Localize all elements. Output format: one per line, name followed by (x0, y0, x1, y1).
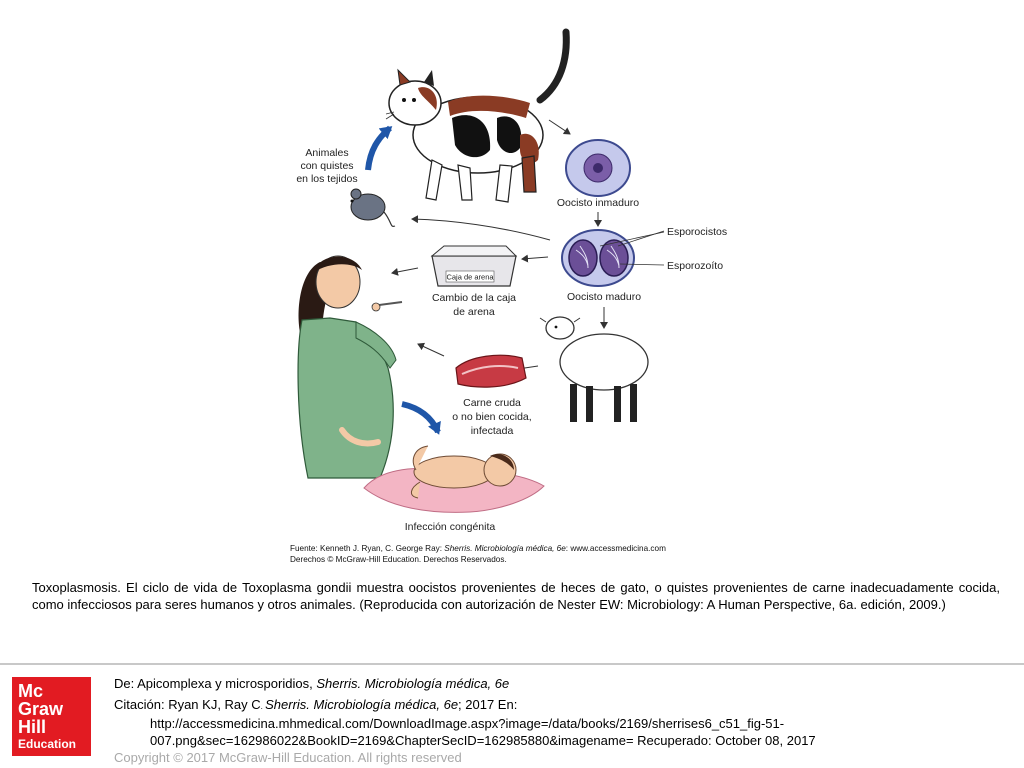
label-meat-line2: o no bien cocida, (452, 411, 531, 423)
logo-line4: Education (18, 737, 77, 751)
source-line2: Derechos © McGraw-Hill Education. Derech… (290, 555, 507, 564)
label-sporocysts: Esporocistos (667, 226, 727, 238)
cite-suffix: ; 2017 En: (458, 697, 518, 712)
label-meat-line3: infectada (471, 425, 514, 437)
pregnant-woman-illustration (297, 255, 403, 479)
citation-url-line2[interactable]: 007.png&sec=162986022&BookID=2169&Chapte… (150, 733, 816, 748)
citation-source-line: De: Apicomplexa y microsporidios, Sherri… (114, 675, 994, 692)
figure-caption: Toxoplasmosis. El ciclo de vida de Toxop… (32, 580, 1000, 612)
litter-box-sign: Caja de arena (446, 273, 494, 282)
cite-prefix: Citación: Ryan KJ, Ray C (114, 697, 261, 712)
logo-line1: Mc (18, 681, 44, 701)
mcgraw-hill-logo: Mc Graw Hill Education (12, 677, 91, 756)
toxoplasma-life-cycle-diagram: Animales con quistes en los tejidos Ooci… (290, 28, 728, 564)
arrow-mouse-to-cat (365, 125, 393, 171)
citation-line: Citación: Ryan KJ, Ray C. Sherris. Micro… (114, 696, 994, 715)
arrow-oocyst-to-animals (411, 215, 551, 241)
arrow-cat-to-oocyst (548, 119, 571, 135)
label-litter-line1: Cambio de la caja (432, 292, 516, 304)
cite-dot: . (260, 702, 266, 711)
logo-line2: Graw (18, 699, 64, 719)
cite-book-title: Sherris. Microbiología médica, 6e (265, 697, 459, 712)
cat-illustration (385, 28, 570, 203)
sheep-illustration (539, 316, 649, 422)
label-litter-line2: de arena (453, 306, 495, 318)
footer-divider (0, 663, 1024, 665)
label-mature-oocyst: Oocisto maduro (567, 291, 641, 303)
arrow-meat-to-woman (417, 342, 445, 357)
from-prefix: De: Apicomplexa y microsporidios, (114, 676, 317, 691)
pointer-sporozoite (619, 263, 665, 266)
citation-url-line1[interactable]: http://accessmedicina.mhmedical.com/Down… (150, 716, 785, 731)
label-meat-line1: Carne cruda (463, 397, 521, 409)
logo-line3: Hill (18, 717, 47, 737)
arrow-litter-to-woman (391, 267, 419, 276)
label-animals-line2: con quistes (300, 160, 353, 172)
litter-box-illustration (430, 245, 518, 287)
label-immature-oocyst: Oocisto inmaduro (557, 197, 639, 209)
label-animals-line3: en los tejidos (296, 173, 357, 185)
source-line1: Fuente: Kenneth J. Ryan, C. George Ray: … (290, 544, 666, 553)
mature-oocyst-illustration (561, 229, 635, 287)
pointer-sporocysts-b (599, 231, 665, 247)
copyright-notice: Copyright © 2017 McGraw-Hill Education. … (114, 750, 462, 765)
newborn-illustration (363, 445, 545, 513)
citation-block: De: Apicomplexa y microsporidios, Sherri… (114, 675, 994, 766)
arrow-oocyst-to-litter (521, 254, 549, 263)
label-sporozoite: Esporozoíto (667, 260, 723, 272)
immature-oocyst-illustration (565, 139, 631, 197)
raw-meat-illustration (455, 354, 527, 388)
mouse-illustration (350, 188, 396, 227)
label-congenital: Infección congénita (405, 521, 496, 533)
from-book-title: Sherris. Microbiología médica, 6e (316, 676, 510, 691)
label-animals-line1: Animales (305, 147, 348, 159)
arrow-woman-to-baby (401, 401, 441, 435)
